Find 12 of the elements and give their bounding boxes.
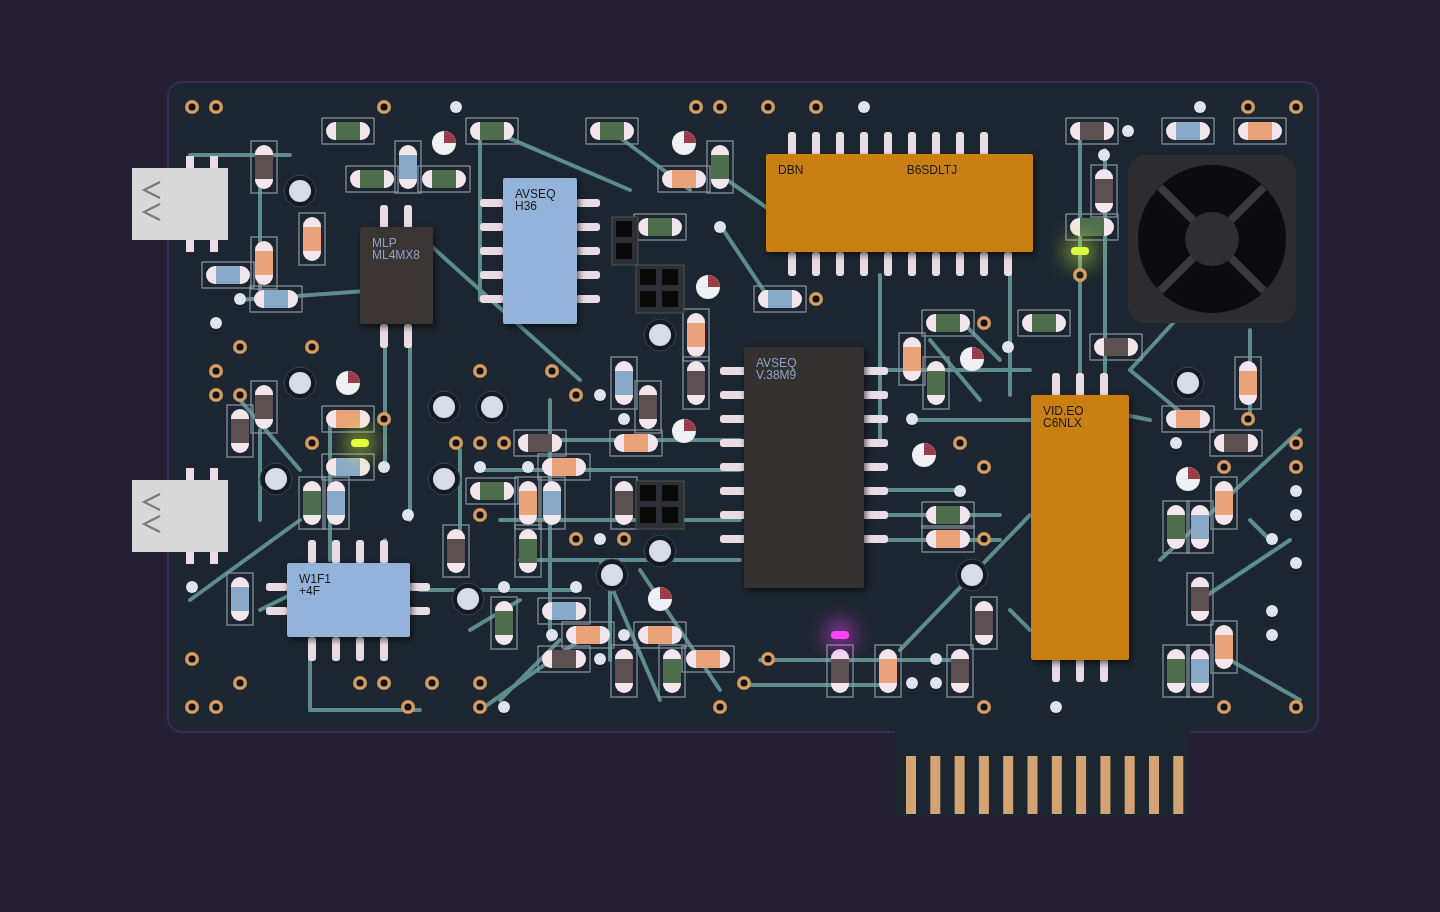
chip-label: AVSEQ V.38M9 xyxy=(756,357,798,381)
chip-label: DBN B6SDLTJ xyxy=(778,164,959,176)
chip-label: AVSEQ H36 xyxy=(515,188,557,212)
ic-chip xyxy=(1031,395,1129,660)
ic-chip xyxy=(744,347,864,588)
ic-chip xyxy=(503,178,577,324)
ic-chip xyxy=(766,154,1033,252)
chip-label: VID.EO C6NLX xyxy=(1043,405,1085,429)
chip-label: MLP ML4MX8 xyxy=(372,237,421,261)
ic-chip xyxy=(360,227,433,324)
ic-chip xyxy=(287,563,410,637)
chip-label: W1F1 +4F xyxy=(299,573,332,597)
